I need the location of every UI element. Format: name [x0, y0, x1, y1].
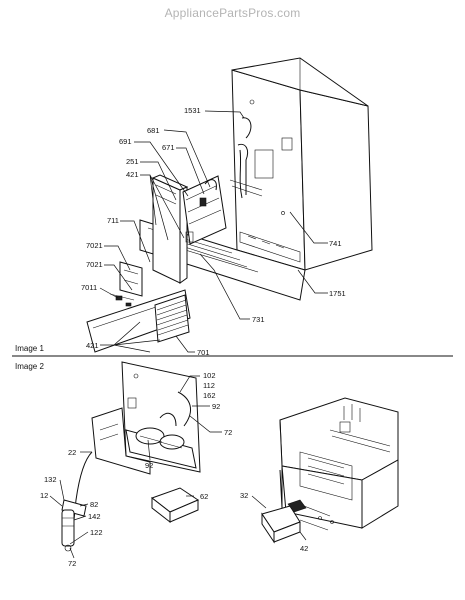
callout-7011: 7011: [81, 283, 97, 292]
freezer-compartment-assembly: [261, 397, 399, 544]
callout-42: 42: [300, 544, 308, 553]
callout-142: 142: [88, 512, 101, 521]
refrigerator-rear-assembly: [86, 57, 373, 353]
callout-92-upper: 92: [212, 402, 220, 411]
callout-162: 162: [203, 391, 216, 400]
image1-label: Image 1: [15, 344, 44, 353]
callout-12: 12: [40, 491, 48, 500]
image1-leaders: [99, 110, 328, 353]
callout-112: 112: [203, 381, 215, 390]
callout-681: 681: [147, 126, 160, 135]
callout-122: 122: [90, 528, 103, 537]
callout-82: 82: [90, 500, 98, 509]
callout-731: 731: [252, 315, 265, 324]
callout-92-lower: 92: [145, 461, 153, 470]
callout-32: 32: [240, 491, 248, 500]
callout-1751: 1751: [329, 289, 346, 298]
callout-22: 22: [68, 448, 76, 457]
callout-132: 132: [44, 475, 57, 484]
callout-62: 62: [200, 492, 208, 501]
callout-72-lower: 72: [68, 559, 76, 568]
water-filter-assembly: [61, 361, 201, 552]
callout-1531: 1531: [184, 106, 201, 115]
watermark-text: AppliancePartsPros.com: [164, 6, 301, 20]
callout-7021-lower: 7021: [86, 260, 103, 269]
callout-72-upper: 72: [224, 428, 232, 437]
callout-711: 711: [107, 216, 119, 225]
callout-741: 741: [329, 239, 342, 248]
callout-7021-upper: 7021: [86, 241, 103, 250]
callout-421-bottom: 421: [86, 341, 99, 350]
callout-701: 701: [197, 348, 210, 357]
callout-691: 691: [119, 137, 132, 146]
callout-421-top: 421: [126, 170, 139, 179]
callout-251: 251: [126, 157, 139, 166]
image2-label: Image 2: [15, 362, 44, 371]
callout-102: 102: [203, 371, 216, 380]
callout-671: 671: [162, 143, 175, 152]
image2-leaders: [49, 375, 307, 559]
